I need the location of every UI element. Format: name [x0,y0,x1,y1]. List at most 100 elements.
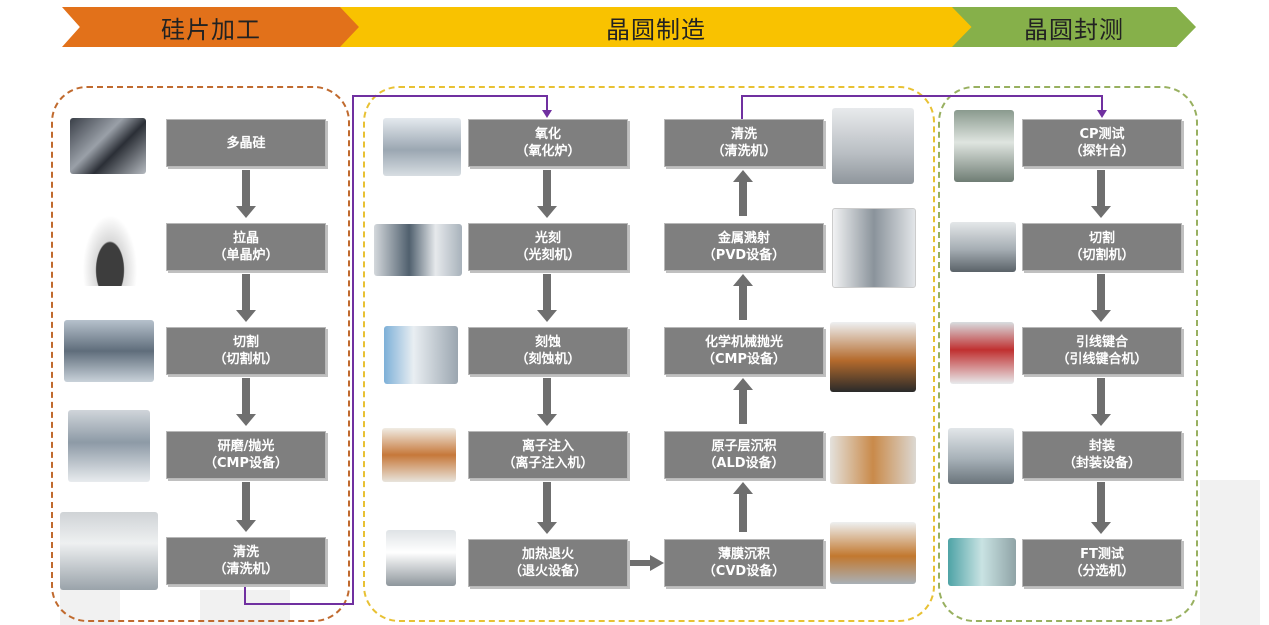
step-title: 拉晶 [232,231,259,246]
step-equipment: （引线键合机） [1056,352,1148,367]
step-title: CP测试 [1079,127,1125,142]
step-etching: 刻蚀 （刻蚀机） [468,327,628,375]
step-title: 化学机械抛光 [704,335,783,350]
step-equipment: （清洗机） [711,144,777,159]
step-title: 切割 [1088,231,1115,246]
ion-implanter-image [382,428,456,482]
connector-processing-to-fab [244,95,548,605]
oxidation-furnace-image [383,118,461,176]
pvd-equipment-image [832,208,916,288]
probe-station-image [954,110,1014,182]
step-title: 薄膜沉积 [717,547,770,562]
polysilicon-image [70,118,146,174]
step-ald: 原子层沉积 （ALD设备） [664,431,824,479]
step-equipment: （ALD设备） [703,456,785,471]
step-title: 光刻 [534,231,561,246]
step-equipment: （退火设备） [508,564,587,579]
step-slicing: 切割 （切割机） [166,327,326,375]
step-equipment: （刻蚀机） [515,352,581,367]
step-wire-bonding: 引线键合 （引线键合机） [1022,327,1182,375]
down-arrow [236,482,256,532]
up-arrow [733,170,753,216]
cmp-equipment-image [830,322,916,392]
step-title: 加热退火 [521,547,574,562]
step-equipment: （单晶炉） [213,248,279,263]
step-ion-implantation: 离子注入 （离子注入机） [468,431,628,479]
step-grinding-polishing: 研磨/抛光 （CMP设备） [166,431,326,479]
down-arrow [1091,378,1111,426]
annealing-equipment-image [386,530,456,586]
region-wafer-fabrication [363,86,935,622]
up-arrow [733,378,753,424]
dicing-saw-image [950,222,1016,272]
step-title: 氧化 [534,127,561,142]
step-equipment: （CMP设备） [203,456,288,471]
step-equipment: （光刻机） [515,248,581,263]
region-wafer-packaging-test [938,86,1198,622]
step-annealing: 加热退火 （退火设备） [468,539,628,587]
wire-saw-image [64,320,154,382]
step-title: 清洗 [232,545,259,560]
connector-arrowhead [542,110,552,118]
step-cvd: 薄膜沉积 （CVD设备） [664,539,824,587]
cvd-equipment-image [830,522,916,584]
up-arrow [733,274,753,320]
down-arrow [537,274,557,322]
etcher-image [384,326,458,384]
step-title: 刻蚀 [534,335,561,350]
banner-wafer-processing: 硅片加工 [62,7,360,47]
step-equipment: （PVD设备） [702,248,786,263]
step-cmp: 化学机械抛光 （CMP设备） [664,327,824,375]
down-arrow [236,274,256,322]
step-equipment: （切割机） [1069,248,1135,263]
step-polysilicon: 多晶硅 [166,119,326,167]
step-title: 清洗 [730,127,757,142]
step-oxidation: 氧化 （氧化炉） [468,119,628,167]
arrowhead [650,555,664,571]
step-dicing: 切割 （切割机） [1022,223,1182,271]
region-wafer-processing [51,86,350,622]
cmp-polisher-image [68,410,150,482]
step-title: 多晶硅 [226,135,266,151]
step-equipment: （探针台） [1069,144,1135,159]
step-title: 金属溅射 [717,231,770,246]
down-arrow [1091,274,1111,322]
step-equipment: （清洗机） [213,562,279,577]
crystal-puller-image [78,206,142,286]
down-arrow [537,482,557,534]
connector-arrowhead [1097,110,1107,118]
step-equipment: （分选机） [1069,564,1135,579]
step-title: FT测试 [1080,547,1124,562]
step-equipment: （氧化炉） [515,144,581,159]
lithography-scanner-image [374,224,462,276]
step-title: 研磨/抛光 [217,439,275,454]
test-handler-image [948,538,1016,586]
step-title: 切割 [232,335,259,350]
step-cleaning: 清洗 （清洗机） [166,537,326,585]
down-arrow [1091,482,1111,534]
step-packaging: 封装 （封装设备） [1022,431,1182,479]
step-ft-test: FT测试 （分选机） [1022,539,1182,587]
step-equipment: （CMP设备） [701,352,786,367]
ald-equipment-image [830,436,916,484]
step-lithography: 光刻 （光刻机） [468,223,628,271]
down-arrow [236,378,256,426]
banner-wafer-fabrication: 晶圆制造 [340,7,972,47]
down-arrow [1091,170,1111,218]
banner-wafer-packaging-test: 晶圆封测 [952,7,1196,47]
wafer-cleaner-image [832,108,914,184]
step-title: 封装 [1088,439,1115,454]
step-title: 引线键合 [1075,335,1128,350]
step-equipment: （封装设备） [1062,456,1141,471]
step-crystal-pulling: 拉晶 （单晶炉） [166,223,326,271]
up-arrow [733,482,753,532]
background-building-shape [1200,480,1260,625]
down-arrow [537,378,557,426]
down-arrow [537,170,557,218]
connector-fab-to-packaging [741,95,1103,120]
wire-bonder-image [950,322,1014,384]
step-title: 原子层沉积 [711,439,777,454]
step-equipment: （切割机） [213,352,279,367]
step-equipment: （离子注入机） [502,456,594,471]
